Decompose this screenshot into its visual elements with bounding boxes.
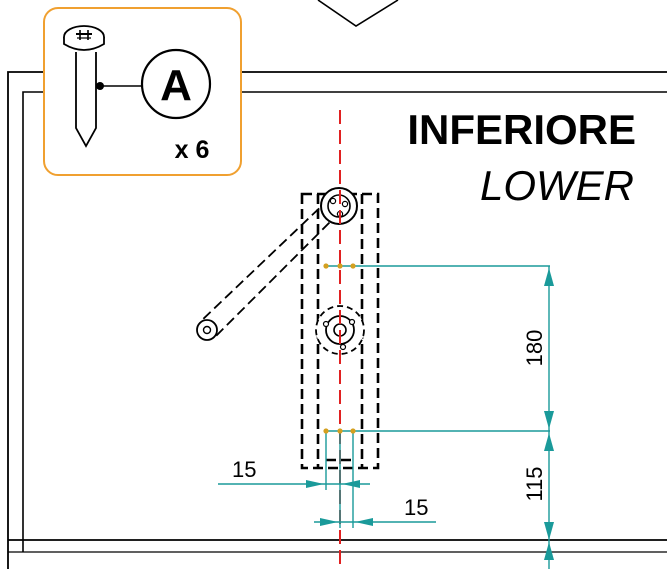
dimension-lines — [218, 265, 550, 569]
hole-marker — [323, 428, 329, 434]
arm-pivot-hole — [202, 325, 212, 335]
fastener-quantity: x 6 — [175, 136, 210, 164]
hole-markers — [323, 263, 356, 434]
heading-english: LOWER — [480, 162, 634, 209]
part-letter-circle — [140, 48, 212, 120]
screw-icon — [63, 25, 105, 148]
panel-outline-inner — [22, 91, 667, 552]
part-letter: A — [160, 61, 192, 110]
dimension-115: 115 — [522, 466, 547, 501]
dimension-180: 180 — [522, 330, 547, 367]
hole-marker — [337, 263, 343, 269]
dimension-15-right: 15 — [404, 495, 428, 520]
panel-outline-outer — [7, 71, 667, 569]
direction-chevron — [317, 0, 399, 27]
hole-marker — [350, 428, 356, 434]
dimension-arrowheads — [306, 268, 554, 560]
hole-marker — [337, 428, 343, 434]
hole-marker — [323, 263, 329, 269]
dimension-15-left: 15 — [232, 457, 256, 482]
heading-italian: INFERIORE — [407, 106, 636, 153]
hole-marker — [350, 263, 356, 269]
fastener-callout: A x 6 — [43, 7, 242, 176]
